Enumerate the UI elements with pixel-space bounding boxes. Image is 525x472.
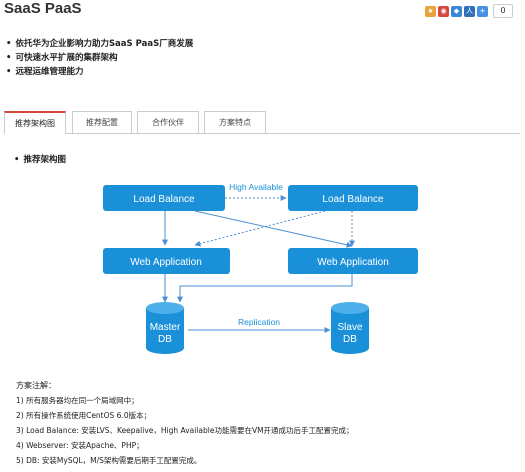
solution-notes: 方案注解： 1) 所有服务器均在同一个局域网中； 2) 所有操作系统使用Cent… — [16, 378, 354, 468]
feature-item: 可快速水平扩展的集群架构 — [6, 51, 193, 65]
lb2-to-web1 — [194, 210, 326, 247]
tab-solution-features[interactable]: 方案特点 — [204, 111, 266, 133]
load-balance-secondary — [288, 185, 418, 211]
slave-db-label-line2: DB — [343, 334, 357, 345]
weibo-share-icon[interactable]: ◉ — [438, 5, 449, 17]
page-title: SaaS PaaS — [4, 0, 82, 17]
note-item: 5) DB: 安装MySQL，M/S架构需要后期手工配置完成。 — [16, 456, 202, 465]
web2-to-master — [177, 274, 353, 303]
feature-item: 依托华为企业影响力助力SaaS PaaS厂商发展 — [6, 37, 193, 51]
web-application-1 — [103, 248, 230, 274]
web-application-2-label: Web Application — [317, 257, 389, 268]
master-db-label-line2: DB — [158, 334, 172, 345]
note-item: 2) 所有操作系统使用CentOS 6.0版本； — [16, 411, 152, 420]
tab-partners[interactable]: 合作伙伴 — [137, 111, 199, 133]
qzone-share-icon[interactable]: ★ — [425, 5, 436, 17]
replication-label: Replication — [238, 317, 280, 327]
feature-item: 远程运维管理能力 — [6, 65, 193, 79]
feature-list: 依托华为企业影响力助力SaaS PaaS厂商发展 可快速水平扩展的集群架构 远程… — [6, 37, 193, 79]
tab-bar: 推荐架构图 推荐配置 合作伙伴 方案特点 — [4, 109, 520, 134]
section-title: 推荐架构图 — [14, 153, 66, 165]
more-share-icon[interactable]: + — [477, 5, 488, 17]
load-balance-primary — [103, 185, 225, 211]
lb1-to-web2 — [194, 210, 353, 248]
load-balance-secondary-label: Load Balance — [322, 194, 384, 205]
slave-db-label-line1: Slave — [337, 322, 362, 333]
architecture-diagram: Load Balance Load Balance Web Applicatio… — [103, 182, 418, 354]
connectors — [162, 195, 355, 333]
high-available-label: High Available — [229, 182, 283, 192]
share-bar: ★ ◉ ◆ 人 + 0 — [425, 4, 513, 18]
master-db-icon — [146, 302, 184, 354]
master-db-label-line1: Master — [150, 322, 181, 333]
renren-share-icon[interactable]: 人 — [464, 5, 475, 17]
note-item: 1) 所有服务器均在同一个局域网中； — [16, 396, 139, 405]
notes-heading: 方案注解： — [16, 381, 56, 390]
web-application-2 — [288, 248, 418, 274]
tencent-weibo-share-icon[interactable]: ◆ — [451, 5, 462, 17]
note-item: 4) Webserver: 安装Apache、PHP； — [16, 441, 144, 450]
share-count: 0 — [493, 4, 513, 18]
load-balance-primary-label: Load Balance — [133, 194, 195, 205]
note-item: 3) Load Balance: 安装LVS、Keepalive，High Av… — [16, 426, 354, 435]
web-application-1-label: Web Application — [130, 257, 202, 268]
tab-recommended-architecture[interactable]: 推荐架构图 — [4, 111, 66, 134]
tab-recommended-config[interactable]: 推荐配置 — [72, 111, 132, 133]
slave-db-icon — [331, 302, 369, 354]
